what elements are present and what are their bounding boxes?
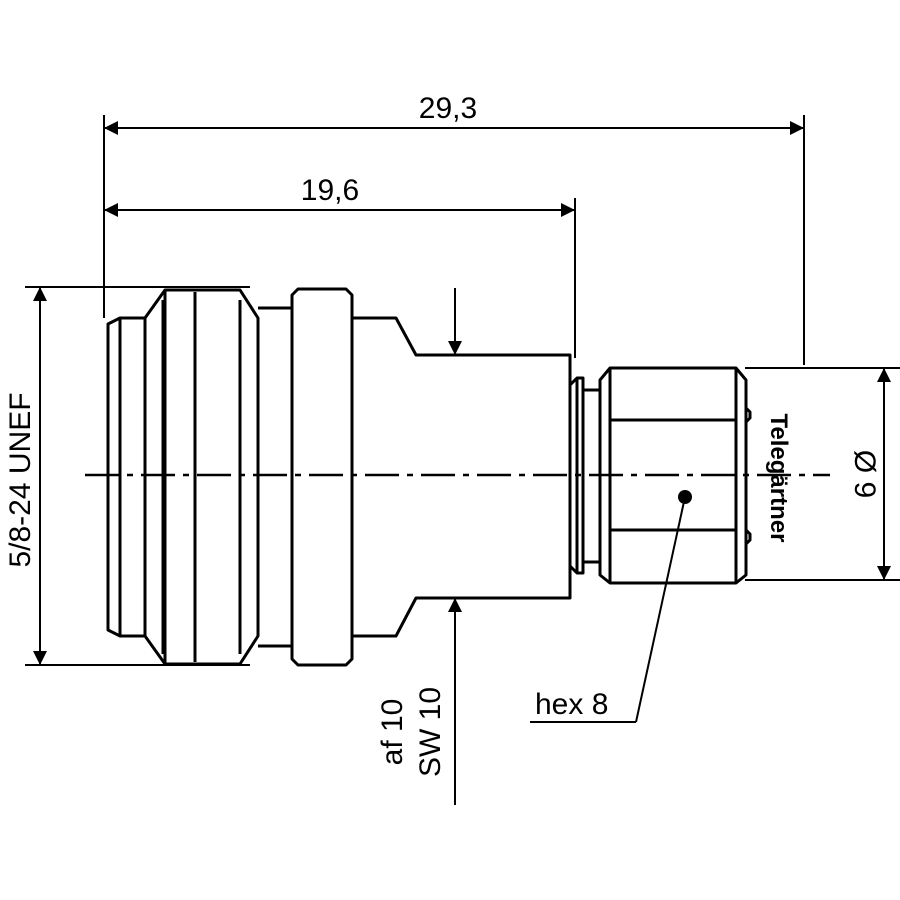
extension-lines xyxy=(25,115,900,666)
hex-leader xyxy=(530,490,692,723)
dimension-body-label: 19,6 xyxy=(301,174,359,207)
dimension-overall-label: 29,3 xyxy=(419,92,477,125)
dimension-lines xyxy=(33,121,891,805)
wrench-af-label: af 10 xyxy=(376,699,409,766)
hex-label: hex 8 xyxy=(535,688,608,721)
connector-body xyxy=(106,287,585,667)
wrench-sw-label: SW 10 xyxy=(414,687,447,777)
thread-spec-label: 5/8-24 UNEF xyxy=(4,392,37,567)
diameter-label: Ø 9 xyxy=(848,450,881,498)
brand-label: Telegärtner xyxy=(765,414,792,543)
